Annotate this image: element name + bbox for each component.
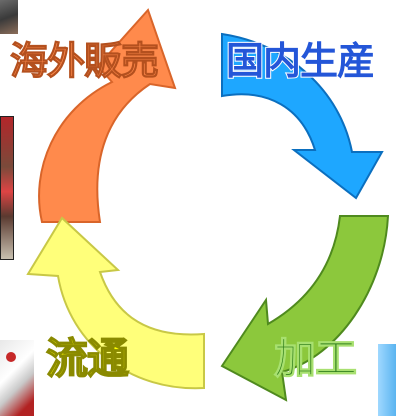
arrow-domestic-production	[221, 32, 384, 200]
arrow-distribution	[26, 216, 205, 390]
arrow-overseas-sales	[38, 8, 177, 223]
blue-tile	[378, 344, 396, 416]
label-domestic-production: 国内生産	[225, 39, 376, 83]
label-processing: 加工	[273, 334, 357, 383]
photo-thumbnail-bottom	[0, 340, 34, 416]
photo-thumbnail-middle	[0, 116, 14, 260]
photo-thumbnail-top	[0, 0, 18, 34]
label-distribution: 流通	[45, 334, 130, 383]
label-overseas-sales: 海外販売	[9, 39, 159, 83]
arrow-processing	[220, 215, 390, 402]
